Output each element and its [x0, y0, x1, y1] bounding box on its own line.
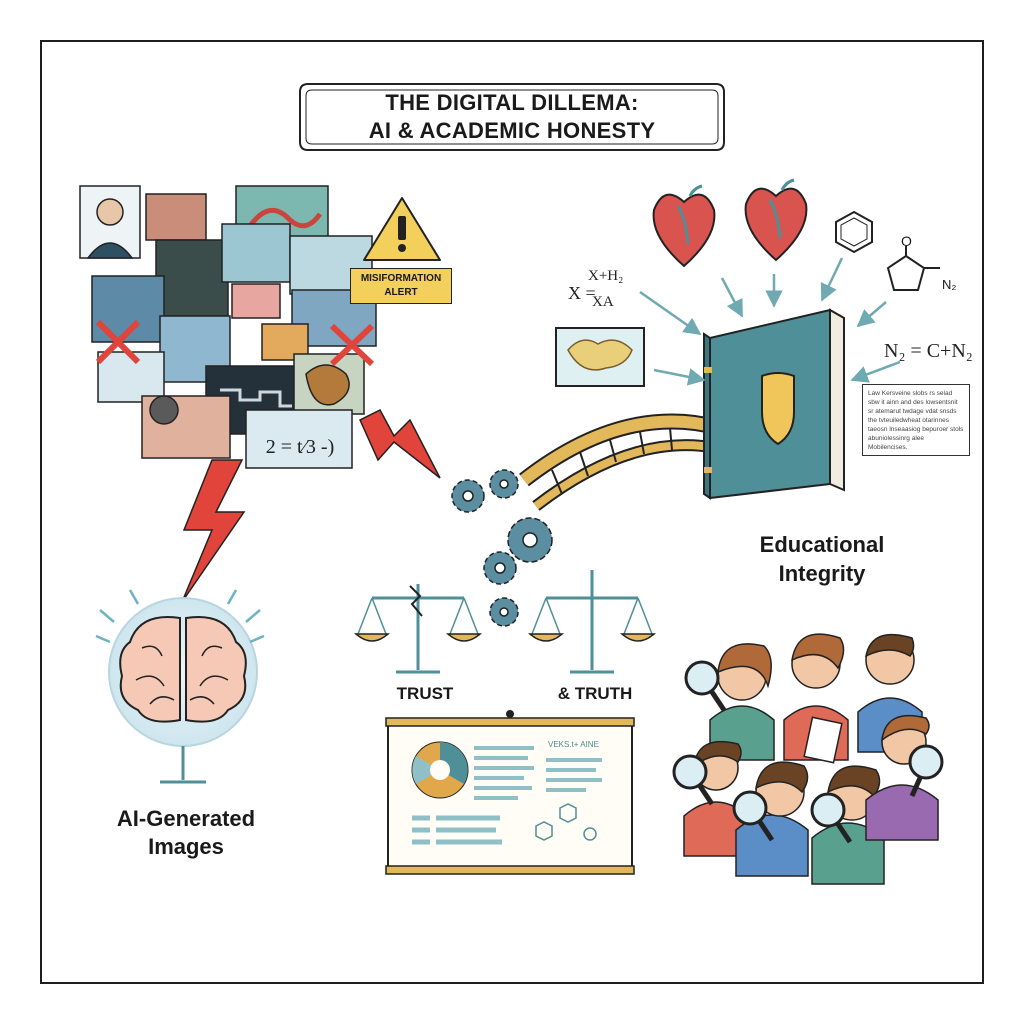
presentation-board — [385, 710, 635, 875]
formula-x: X = — [568, 283, 596, 303]
ai-generated-images-label: AI-Generated Images — [96, 805, 276, 861]
molecule-label-o: O — [901, 233, 912, 249]
ai-line-1: AI-Generated — [116, 806, 256, 831]
students-group — [683, 633, 939, 885]
map-icon — [555, 327, 645, 387]
ai-line-2: Images — [148, 834, 224, 859]
educational-line-1: Educational — [759, 532, 885, 557]
page-title: THE DIGITAL DILLEMA: AI & ACADEMIC HONES… — [300, 84, 724, 150]
board-heading: VEKS.t+ AINE — [548, 740, 599, 749]
book-icon — [703, 308, 845, 500]
title-banner — [299, 83, 725, 151]
molecule-label-n: N₂ — [942, 277, 957, 292]
educational-line-2: Integrity — [778, 561, 866, 586]
benzene-icon — [835, 210, 873, 254]
heart-icon — [652, 178, 808, 268]
formula-denominator: XA — [592, 294, 614, 310]
text-note: Law Kersveine slobs rs selad sbw it ainn… — [862, 384, 970, 456]
scale-icon-broken — [354, 584, 482, 674]
formula-numerator: X+H₂ — [588, 268, 624, 284]
lightning-icon — [181, 459, 246, 603]
warning-icon — [363, 197, 441, 261]
educational-integrity-label: Educational Integrity — [722, 530, 922, 588]
lightning-icon-2 — [359, 409, 441, 479]
gear-cluster — [451, 469, 553, 627]
ai-image-collage — [79, 185, 377, 469]
arrows — [639, 257, 901, 386]
collage-equation: 2 = t⁄3 -) — [265, 436, 335, 458]
benzene-inner — [840, 217, 868, 247]
brain-icon — [95, 589, 265, 784]
molecule-icon — [886, 246, 940, 291]
formula-nitrogen: N₂ = C+N₂ — [884, 340, 973, 362]
trust-label: TRUST — [396, 684, 454, 703]
outer-frame — [40, 40, 984, 984]
scale-icon — [528, 570, 656, 674]
truth-label: & TRUTH — [557, 684, 633, 703]
title-line-2: AI & ACADEMIC HONESTY — [368, 118, 656, 143]
misinformation-alert-label: MISIFORMATION ALERT — [350, 268, 452, 304]
alert-line-2: ALERT — [384, 287, 418, 298]
alert-line-1: MISIFORMATION — [360, 273, 442, 284]
shield-icon — [761, 372, 795, 446]
magnifier-icon — [672, 660, 944, 844]
title-line-1: THE DIGITAL DILLEMA: — [385, 90, 639, 115]
